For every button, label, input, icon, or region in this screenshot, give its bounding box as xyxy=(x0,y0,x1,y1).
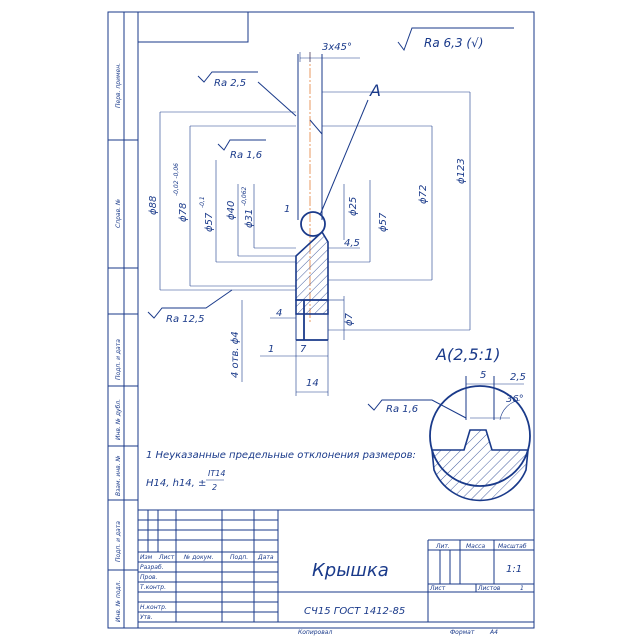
svg-text:Разраб.: Разраб. xyxy=(140,564,164,571)
svg-text:A: A xyxy=(369,81,381,100)
dim-d72: ϕ72 xyxy=(418,185,429,204)
svg-text:36°: 36° xyxy=(506,394,524,405)
footer-format: Формат xyxy=(450,629,475,636)
chamfer-callout: 3x45° xyxy=(299,42,360,62)
svg-text:Дата: Дата xyxy=(257,554,274,561)
dim-d40: ϕ40 xyxy=(226,201,237,220)
roughness-1: Ra 2,5 xyxy=(197,71,297,117)
roughness-general: Ra 6,3 (√) xyxy=(397,27,514,52)
dim-holes: 4 отв. ϕ4 xyxy=(230,331,241,378)
svg-text:№ докум.: № докум. xyxy=(183,554,214,561)
footer-copied: Копировал xyxy=(298,629,332,636)
view-a-leader: A xyxy=(319,81,381,216)
svg-text:IT14: IT14 xyxy=(208,469,225,478)
scale-value: 1:1 xyxy=(506,564,522,575)
frame-border xyxy=(137,11,535,629)
title-block: Изм Лист № докум. Подп. Дата Разраб. Про… xyxy=(138,509,534,623)
svg-text:Пров.: Пров. xyxy=(140,574,158,581)
strip-label-1: Перв. примен. xyxy=(115,63,122,108)
dim-4: 4 xyxy=(276,308,282,319)
dim-d31: ϕ31 xyxy=(244,209,255,228)
svg-text:Т.контр.: Т.контр. xyxy=(140,584,166,591)
strip-label-7: Инв. № подл. xyxy=(115,581,122,622)
dim-d78-tol: -0,02 -0,06 xyxy=(173,163,180,196)
dim-d7: ϕ7 xyxy=(344,312,355,326)
part-section xyxy=(295,54,329,341)
roughness-3: Ra 12,5 xyxy=(147,289,233,325)
dim-d88: ϕ88 xyxy=(148,196,159,215)
svg-text:Ra 12,5: Ra 12,5 xyxy=(166,314,205,325)
svg-text:Масштаб: Масштаб xyxy=(498,543,527,550)
dim-1b: 1 xyxy=(268,344,274,355)
footer-format-val: А4 xyxy=(489,629,498,636)
dim-d57a: ϕ57 xyxy=(204,212,215,232)
svg-text:Ra 1,6: Ra 1,6 xyxy=(230,150,262,161)
dim-d57a-tol: -0,1 xyxy=(199,196,206,208)
svg-text:Изм: Изм xyxy=(140,554,153,561)
dim-d78: ϕ78 xyxy=(178,203,189,222)
dim-lines-bottom xyxy=(241,300,329,396)
svg-text:Ra 2,5: Ra 2,5 xyxy=(214,78,246,89)
dim-lines-right xyxy=(322,91,471,331)
part-name: Крышка xyxy=(312,560,389,581)
notes: 1 Неуказанные предельные отклонения разм… xyxy=(146,450,416,492)
svg-text:Н.контр.: Н.контр. xyxy=(140,604,167,611)
dim-d25: ϕ25 xyxy=(348,197,359,216)
svg-text:Подп.: Подп. xyxy=(230,554,248,561)
material: СЧ15 ГОСТ 1412-85 xyxy=(304,606,405,617)
strip-label-4: Инв. № дубл. xyxy=(115,399,122,440)
svg-text:Лит.: Лит. xyxy=(435,543,450,550)
strip-label-6: Подп. и дата xyxy=(115,521,122,562)
dim-lines-left xyxy=(159,111,296,291)
svg-text:H14, h14, ±: H14, h14, ± xyxy=(146,478,206,489)
svg-text:2,5: 2,5 xyxy=(510,372,526,383)
svg-text:Лист: Лист xyxy=(158,554,175,561)
corner-box xyxy=(137,12,249,43)
svg-text:Ra 6,3 (√): Ra 6,3 (√) xyxy=(424,36,483,50)
svg-text:1 Неуказанные предельные откло: 1 Неуказанные предельные отклонения разм… xyxy=(146,450,416,461)
dim-d57b: ϕ57 xyxy=(378,212,389,232)
svg-text:Масса: Масса xyxy=(466,543,485,550)
svg-text:Ra 1,6: Ra 1,6 xyxy=(386,404,418,415)
dim-d123: ϕ123 xyxy=(456,158,467,184)
strip-label-2: Справ. № xyxy=(115,199,122,228)
strip-label-5: Взам. инв. № xyxy=(115,455,122,496)
dim-7: 7 xyxy=(300,344,307,355)
side-strip: Перв. примен. Справ. № Подп. и дата Инв.… xyxy=(108,12,138,628)
svg-text:Утв.: Утв. xyxy=(140,614,153,621)
detail-a-circle xyxy=(300,211,326,237)
detail-a-view: A(2,5:1) 5 2,5 36° Ra 1,6 xyxy=(367,345,531,502)
svg-text:1: 1 xyxy=(520,585,524,592)
svg-text:Листов: Листов xyxy=(477,585,501,592)
roughness-2: Ra 1,6 xyxy=(217,139,266,161)
dim-45: 4,5 xyxy=(344,238,360,249)
dim-14: 14 xyxy=(306,378,319,389)
svg-text:A(2,5:1): A(2,5:1) xyxy=(435,345,500,364)
svg-text:5: 5 xyxy=(480,370,486,381)
dim-d31-tol: -0,062 xyxy=(241,186,248,206)
strip-label-3: Подп. и дата xyxy=(115,339,122,380)
svg-text:3x45°: 3x45° xyxy=(322,42,352,53)
svg-text:Лист: Лист xyxy=(429,585,446,592)
svg-text:2: 2 xyxy=(212,483,217,492)
dim-1a: 1 xyxy=(284,204,290,215)
